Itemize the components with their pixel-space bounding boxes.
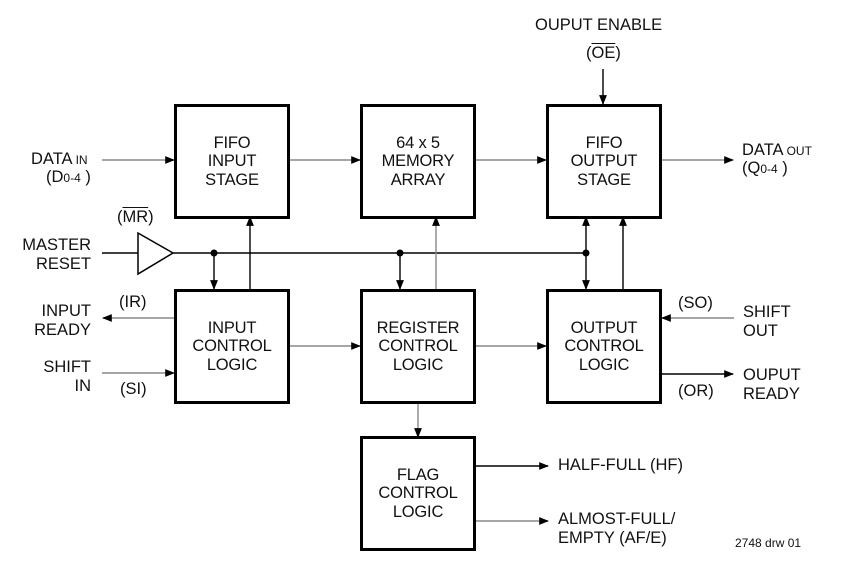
label-line: IN bbox=[74, 377, 92, 395]
input-control-logic-block: INPUT CONTROL LOGIC bbox=[174, 289, 290, 404]
master-reset-label: MASTER RESET bbox=[22, 236, 91, 274]
almost-full-empty-label: ALMOST-FULL/ EMPTY (AF/E) bbox=[558, 510, 675, 548]
output-ready-abbr: (OR) bbox=[678, 382, 714, 400]
block-label: CONTROL bbox=[378, 337, 458, 356]
memory-array-block: 64 x 5 MEMORY ARRAY bbox=[360, 104, 476, 219]
data-in-sub: IN bbox=[75, 153, 88, 167]
block-label: INPUT bbox=[207, 152, 257, 171]
q-label: (Q bbox=[742, 159, 761, 177]
flag-control-logic-block: FLAG CONTROL LOGIC bbox=[360, 436, 476, 551]
fifo-output-stage-block: FIFO OUTPUT STAGE bbox=[546, 104, 662, 219]
data-in-name: DATA bbox=[31, 150, 73, 168]
output-ready-label: OUPUT READY bbox=[743, 366, 801, 404]
master-reset-symbol: (MR) bbox=[117, 208, 154, 227]
block-label: ARRAY bbox=[390, 170, 446, 189]
block-label: 64 x 5 bbox=[396, 133, 440, 152]
label-line: INPUT bbox=[41, 302, 92, 320]
block-label: LOGIC bbox=[578, 355, 630, 374]
q-range: 0-4 bbox=[760, 162, 778, 176]
shift-out-label: SHIFT OUT bbox=[743, 303, 791, 341]
block-label: CONTROL bbox=[192, 337, 272, 356]
input-ready-abbr: (IR) bbox=[119, 293, 147, 311]
output-control-logic-block: OUTPUT CONTROL LOGIC bbox=[546, 289, 662, 404]
block-label: OUTPUT bbox=[570, 318, 638, 337]
label-line: ALMOST-FULL/ bbox=[558, 510, 676, 528]
label-line: EMPTY (AF/E) bbox=[558, 529, 667, 547]
shift-in-label: SHIFT IN bbox=[43, 358, 91, 396]
label-line: OUT bbox=[743, 322, 778, 340]
block-label: LOGIC bbox=[392, 502, 444, 521]
label-line: SHIFT bbox=[43, 358, 91, 376]
paren: ( bbox=[117, 208, 123, 226]
block-label: REGISTER bbox=[376, 318, 460, 337]
paren: ) bbox=[148, 208, 154, 226]
data-in-bus: (D0-4 ) bbox=[46, 168, 91, 188]
block-label: CONTROL bbox=[378, 484, 458, 503]
d-label: (D bbox=[46, 168, 64, 186]
d-range: 0-4 bbox=[63, 171, 81, 185]
block-label: LOGIC bbox=[206, 355, 258, 374]
paren: ) bbox=[80, 168, 91, 186]
block-label: CONTROL bbox=[564, 337, 644, 356]
block-label: STAGE bbox=[577, 170, 631, 189]
block-label: FIFO bbox=[585, 133, 623, 152]
fifo-input-stage-block: FIFO INPUT STAGE bbox=[174, 104, 290, 219]
drawing-id: 2748 drw 01 bbox=[735, 536, 802, 550]
label-line: RESET bbox=[35, 255, 91, 273]
block-label: INPUT bbox=[207, 318, 257, 337]
register-control-logic-block: REGISTER CONTROL LOGIC bbox=[360, 289, 476, 404]
paren: ( bbox=[586, 44, 592, 62]
reset-buffer-icon bbox=[137, 231, 175, 276]
data-out-bus: (Q0-4 ) bbox=[742, 159, 788, 179]
block-label: LOGIC bbox=[392, 355, 444, 374]
label-line: OUPUT bbox=[743, 366, 801, 384]
paren: ) bbox=[615, 44, 621, 62]
shift-in-abbr: (SI) bbox=[120, 380, 147, 398]
block-label: FLAG bbox=[396, 465, 440, 484]
block-label: MEMORY bbox=[381, 152, 455, 171]
block-label: FIFO bbox=[213, 133, 251, 152]
oe-signal: OE bbox=[591, 44, 616, 62]
label-line: MASTER bbox=[22, 236, 91, 254]
label-line: SHIFT bbox=[743, 303, 791, 321]
paren: ) bbox=[777, 159, 788, 177]
block-label: OUTPUT bbox=[570, 152, 638, 171]
label-line: READY bbox=[743, 385, 800, 403]
output-enable-symbol: (OE) bbox=[586, 44, 621, 63]
data-out-name: DATA bbox=[742, 141, 784, 159]
data-out-sub: OUT bbox=[786, 144, 812, 158]
block-label: STAGE bbox=[205, 170, 259, 189]
mr-signal: MR bbox=[122, 208, 149, 226]
half-full-label: HALF-FULL (HF) bbox=[558, 456, 683, 474]
input-ready-label: INPUT READY bbox=[34, 302, 91, 340]
output-enable-label: OUPUT ENABLE bbox=[535, 16, 663, 34]
label-line: READY bbox=[34, 321, 91, 339]
shift-out-abbr: (SO) bbox=[678, 294, 713, 312]
